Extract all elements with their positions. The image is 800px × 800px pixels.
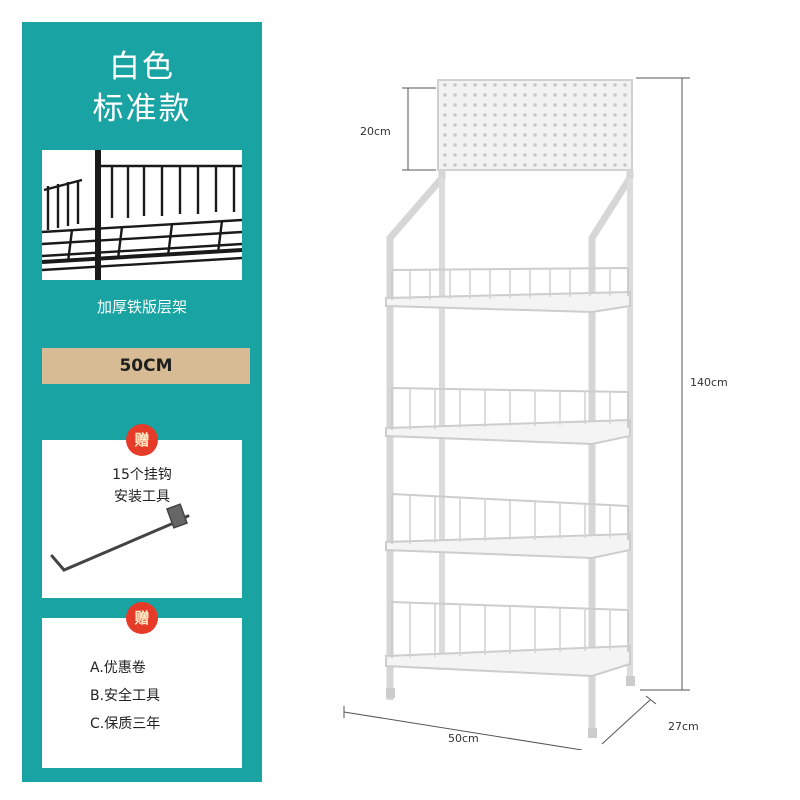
gift-extra-item: A.优惠卷: [90, 660, 146, 676]
gift-extra-item: C.保质三年: [90, 716, 161, 732]
gift-extra-item: B.安全工具: [90, 688, 161, 704]
title-line-2: 标准款: [92, 91, 192, 127]
gift-hooks-line-1: 15个挂钩: [112, 467, 172, 483]
dimension-depth: 27cm: [668, 720, 699, 733]
gift-badge: 赠: [126, 424, 158, 456]
gift-box-hooks: 赠 15个挂钩 安装工具: [42, 424, 242, 598]
gift-badge: 赠: [126, 602, 158, 634]
hook-icon: [50, 503, 190, 572]
gift-extras-list: A.优惠卷 B.安全工具 C.保质三年: [90, 654, 160, 738]
shelf-detail-photo: [41, 150, 243, 280]
size-tag: 50CM: [42, 348, 250, 384]
shelf-caption: 加厚铁版层架: [96, 298, 187, 316]
display-shelf-illustration: [343, 77, 690, 750]
title-line-1: 白色: [109, 49, 175, 85]
dimension-total-height: 140cm: [690, 376, 728, 389]
gift-hooks-text: 15个挂钩 安装工具: [42, 464, 242, 508]
shelf-detail-illustration: [41, 150, 243, 280]
gift-box-extras: 赠 A.优惠卷 B.安全工具 C.保质三年: [42, 602, 242, 768]
gift-hooks-line-2: 安装工具: [114, 489, 170, 505]
product-title: 白色 标准款: [22, 46, 262, 130]
dimension-width: 50cm: [448, 732, 479, 745]
dimension-header-height: 20cm: [360, 125, 391, 138]
info-panel: 白色 标准款: [22, 22, 262, 782]
